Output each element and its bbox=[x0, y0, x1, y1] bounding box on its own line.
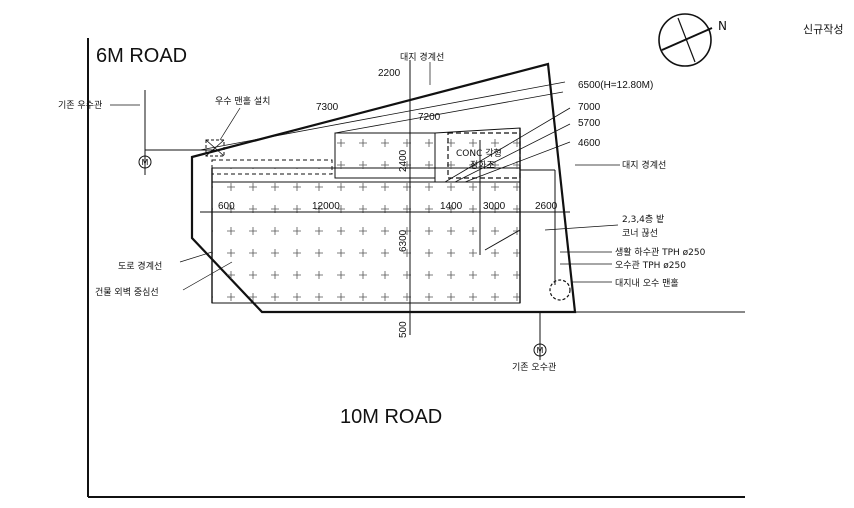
dim-2200: 2200 bbox=[378, 68, 401, 79]
compass-circle bbox=[658, 13, 712, 67]
dim-7000: 7000 bbox=[578, 102, 601, 113]
sewage-pipe-label: 오수관 TPH ø250 bbox=[615, 260, 686, 271]
building-lower-block bbox=[211, 167, 521, 304]
dim-7200: 7200 bbox=[418, 112, 441, 123]
onsite-sewage-manhole-symbol bbox=[549, 279, 571, 301]
north-road-label: 6M ROAD bbox=[96, 45, 187, 67]
existing-storm-manhole-symbol bbox=[138, 155, 152, 169]
dim-5700: 5700 bbox=[578, 118, 601, 129]
south-road-label: 10M ROAD bbox=[340, 406, 442, 428]
domestic-sewer-label: 생활 하수관 TPH ø250 bbox=[615, 246, 706, 258]
dim-6300: 6300 bbox=[398, 229, 409, 252]
compass-north-arrow bbox=[661, 27, 713, 51]
dim-600: 600 bbox=[218, 201, 235, 212]
existing-storm-pipe-label: 기존 우수관 bbox=[58, 100, 102, 111]
storm-manhole-install-label: 우수 맨홀 설치 bbox=[215, 95, 270, 107]
dim-12000: 12000 bbox=[312, 201, 340, 212]
site-boundary bbox=[190, 62, 577, 314]
floor-corner-label: 2,3,4층 밭 bbox=[622, 214, 664, 225]
dim-4600: 4600 bbox=[578, 138, 601, 149]
conc-septic-label: CONC 각형 bbox=[456, 147, 502, 159]
building-wall-center-label: 건물 외벽 중심선 bbox=[95, 286, 159, 298]
onsite-sewage-manhole-label: 대지내 오수 맨홀 bbox=[615, 277, 679, 289]
dim-2600: 2600 bbox=[535, 201, 558, 212]
sewage-manhole-letter: M bbox=[537, 346, 544, 355]
compass-north-label: N bbox=[718, 19, 727, 33]
storm-manhole-letter: M bbox=[142, 158, 149, 167]
dim-3000: 3000 bbox=[483, 201, 506, 212]
dim-7300: 7300 bbox=[316, 102, 339, 113]
existing-sewage-pipe-label: 기존 오수관 bbox=[512, 362, 556, 373]
conc-septic-label-2: 정화조 bbox=[470, 160, 495, 171]
dim-2400: 2400 bbox=[398, 149, 409, 172]
site-boundary-right-label: 대지 경계선 bbox=[622, 159, 666, 171]
site-boundary-top-label: 대지 경계선 bbox=[400, 51, 444, 63]
existing-sewage-manhole-symbol bbox=[533, 343, 547, 357]
building-upper-block bbox=[334, 132, 436, 179]
road-boundary-label: 도로 경계선 bbox=[118, 260, 162, 272]
conc-septic-outline bbox=[447, 132, 521, 179]
dim-6500: 6500(H=12.80M) bbox=[578, 80, 653, 91]
corner-note: 신규작성 bbox=[803, 23, 843, 36]
storm-manhole-box bbox=[205, 139, 225, 157]
dashed-upper-outline bbox=[211, 159, 333, 175]
corner-cut-label: 코너 끊선 bbox=[622, 228, 658, 239]
dim-500: 500 bbox=[398, 321, 409, 338]
dim-1400: 1400 bbox=[440, 201, 463, 212]
